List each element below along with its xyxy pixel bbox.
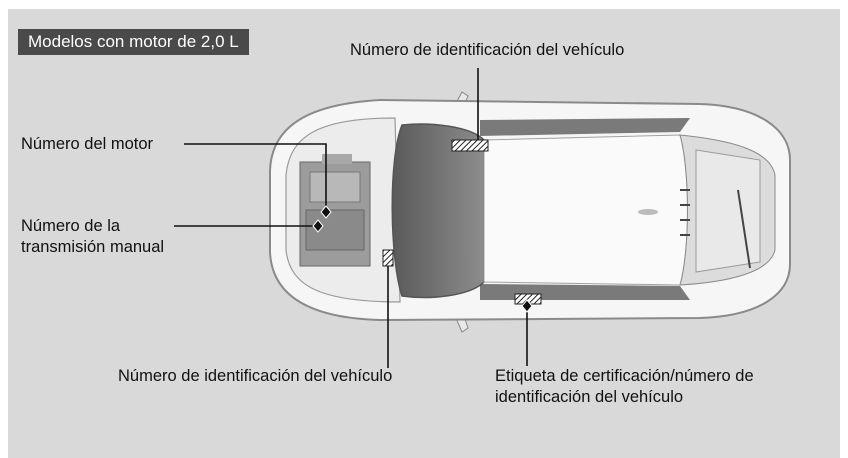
label-transmission-line1: Número de la (21, 217, 121, 235)
label-cert-line2: identificación del vehículo (495, 388, 684, 406)
label-vin-top: Número de identificación del vehículo (350, 41, 625, 59)
vin-plate-windshield-icon (382, 249, 394, 267)
leader-lines (174, 68, 528, 368)
transmission-marker-icon (312, 219, 324, 233)
vin-plate-top-icon (451, 139, 489, 152)
engine-block (299, 154, 371, 267)
label-cert-line1: Etiqueta de certificación/número de (495, 367, 754, 385)
label-transmission-line2: transmisión manual (21, 238, 165, 256)
label-vin-bottom: Número de identificación del vehículo (118, 367, 393, 385)
label-engine-number: Número del motor (21, 135, 154, 153)
car-body (269, 91, 791, 333)
page-title: Modelos con motor de 2,0 L (18, 29, 249, 55)
engine-marker-icon (320, 205, 332, 219)
cert-marker-icon (521, 299, 533, 313)
